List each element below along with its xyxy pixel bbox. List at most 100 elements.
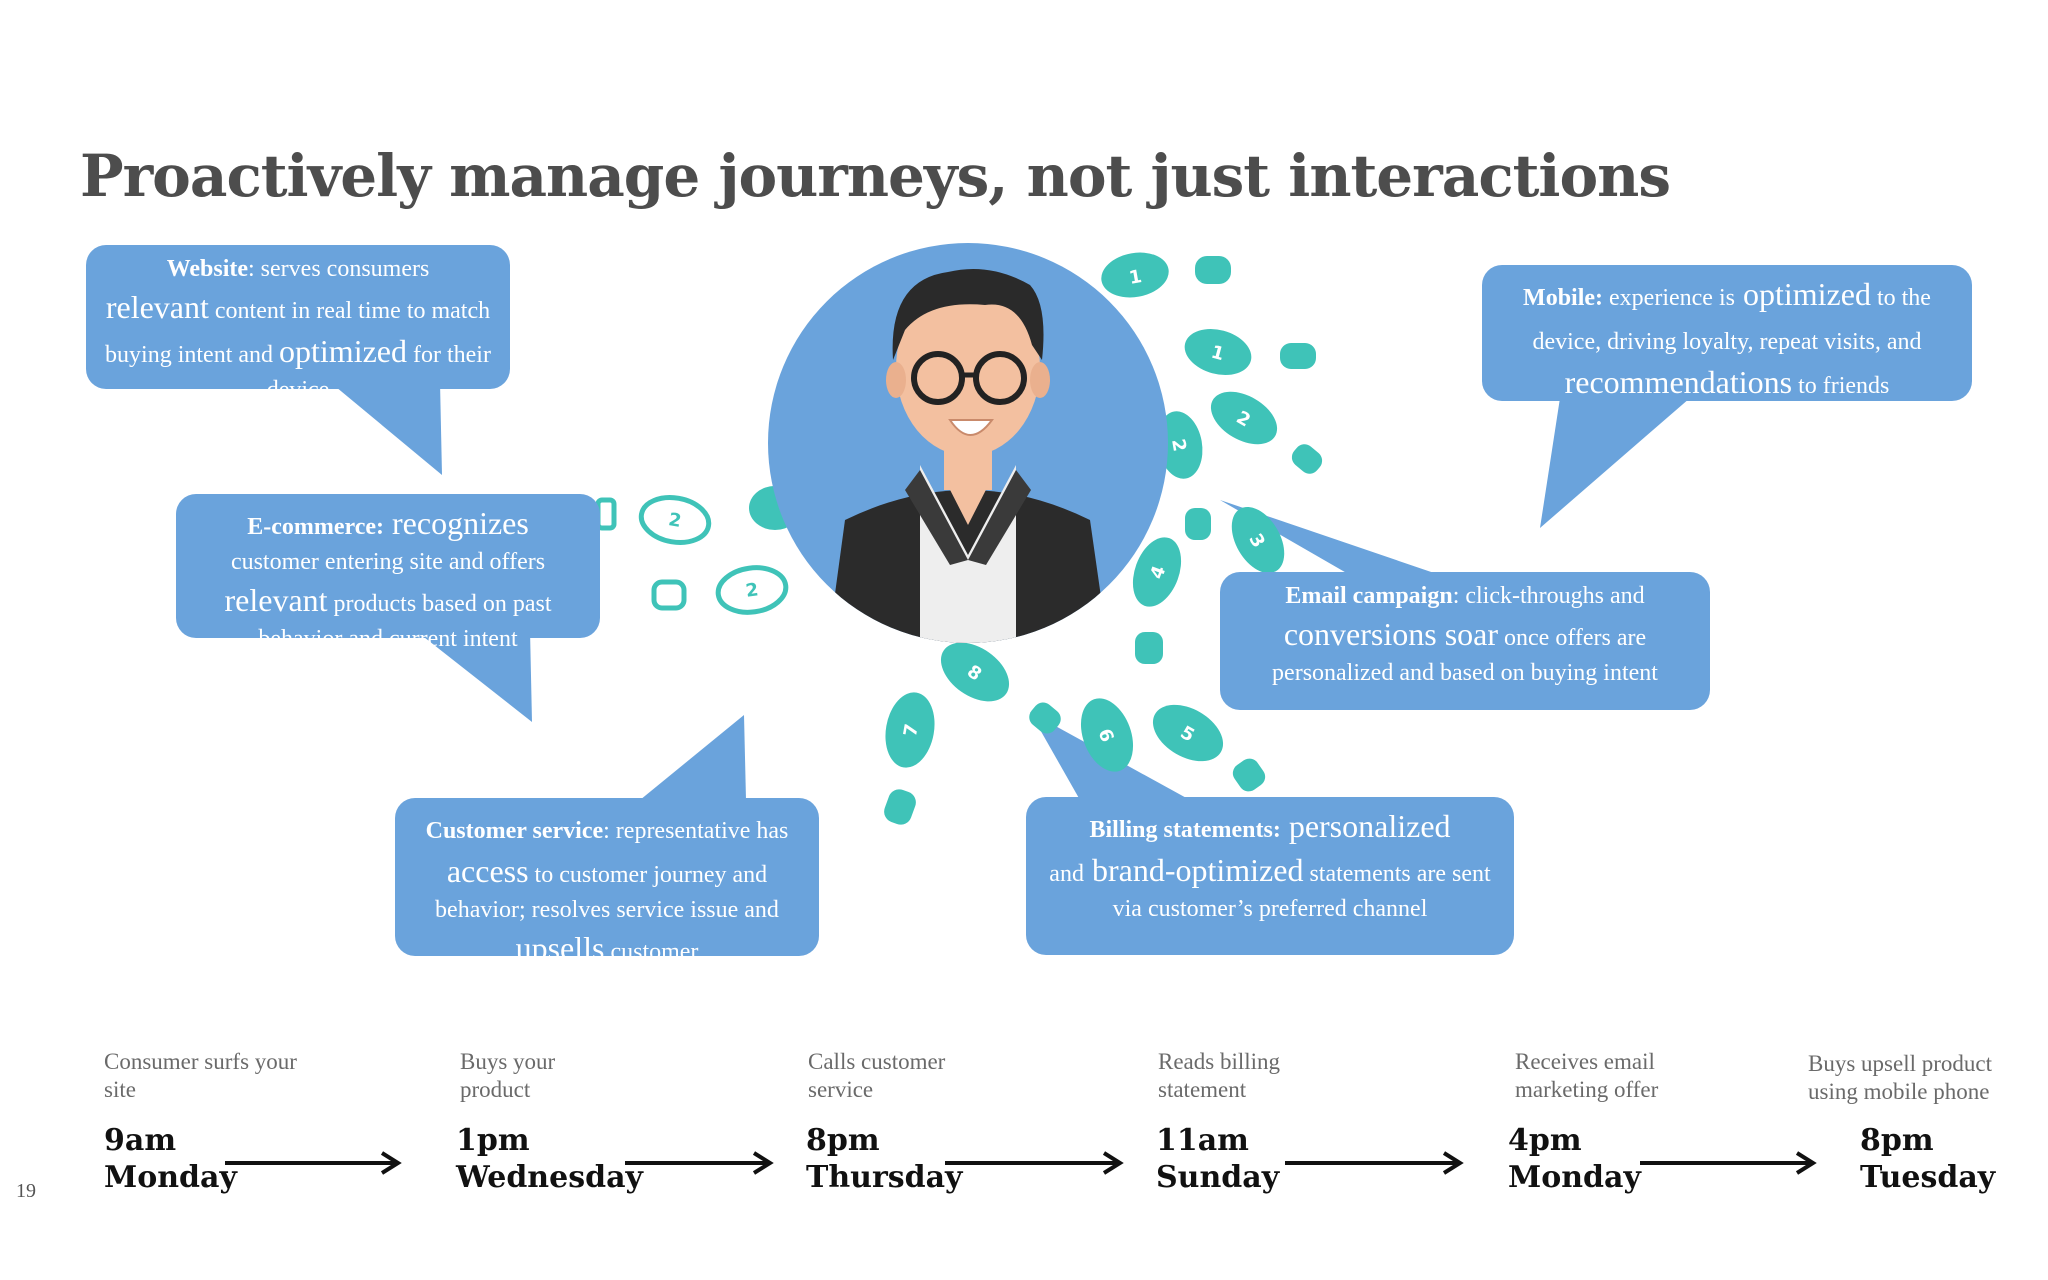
mobile-bubble: Mobile: experience is optimized to the d…: [1482, 265, 1972, 401]
footprint: 2: [638, 495, 712, 545]
footprints: 1 1 2 2 2 2 3: [595, 252, 1323, 825]
timeline-label: Buys your product: [460, 1049, 556, 1102]
timeline-day: Monday: [1508, 1160, 1641, 1195]
website-bubble-tail: [330, 382, 442, 475]
bubble-highlight: recommendations: [1564, 363, 1793, 400]
footprint-heel: [1280, 343, 1316, 369]
bubble-tails: [330, 382, 1690, 800]
footprint: 6: [1080, 698, 1134, 772]
bubble-highlight: upsells: [515, 929, 605, 966]
footprint-number: 2: [744, 579, 759, 602]
bubble-highlight: personalized: [1280, 808, 1451, 844]
timeline-arrow: [1640, 1151, 1817, 1175]
footprint: 8: [940, 642, 1010, 702]
bubble-text: to the device, driving loyalty, repeat v…: [1532, 285, 1931, 355]
footprint: 5: [1152, 704, 1224, 762]
bubble-lead: Billing statements:: [1089, 817, 1281, 843]
timeline-day: Tuesday: [1860, 1160, 1996, 1195]
timeline-hour: 11am: [1156, 1123, 1249, 1158]
bubble-highlight: optimized: [279, 332, 407, 369]
bubble-highlight: access: [446, 852, 529, 889]
timeline-hour: 4pm: [1508, 1123, 1582, 1158]
footprint-heel: [1135, 632, 1163, 664]
ecommerce-bubble-tail: [415, 630, 532, 722]
bubble-lead: Email campaign: [1285, 583, 1453, 609]
bubble-lead: Website: [166, 256, 249, 282]
footprint-heel: [884, 789, 916, 825]
bubble-text: : click-throughs and: [1452, 583, 1645, 609]
bubble-text: customer entering site and offers: [230, 548, 546, 575]
bubble-highlight: conversions soar: [1283, 615, 1499, 652]
timeline-arrows: [225, 1151, 1817, 1175]
footprint-heel: [1232, 758, 1266, 792]
page-title: Proactively manage journeys, not just in…: [80, 142, 1671, 210]
timeline-label: Receives email marketing offer: [1515, 1049, 1659, 1102]
bubble-text: customer: [604, 938, 699, 965]
timeline-day: Wednesday: [456, 1160, 643, 1195]
bubble-highlight: brand-optimized: [1083, 851, 1304, 888]
footprint-number: 1: [1127, 266, 1143, 289]
timeline-label: Calls customer service: [808, 1049, 946, 1102]
bubble-text: once offers are personalized and based o…: [1272, 624, 1658, 686]
bubble-text: statements are sent via customer’s prefe…: [1112, 860, 1491, 922]
bubble-lead: Mobile:: [1523, 285, 1604, 311]
timeline-hour: 1pm: [456, 1123, 530, 1158]
bubble-text: and: [1049, 860, 1084, 887]
timeline-day: Thursday: [806, 1160, 963, 1195]
footprint: 2: [1210, 391, 1278, 445]
timeline-day: Monday: [104, 1160, 237, 1195]
timeline-hour: 9am: [104, 1123, 177, 1158]
bubble-lead: E-commerce:: [247, 514, 384, 540]
timeline-label: Buys upsell product using mobile phone: [1808, 1051, 1992, 1104]
website-bubble: Website: serves consumers relevant conte…: [86, 245, 510, 403]
footprint-number: 2: [1167, 437, 1190, 453]
bubble-text: products based on past behavior and curr…: [258, 590, 552, 652]
bubble-text: : serves consumers: [248, 256, 430, 282]
footprint: 4: [1132, 537, 1182, 607]
email-bubble-tail: [1220, 500, 1440, 575]
footprint-heel: [1185, 508, 1211, 540]
footprint: 2: [715, 565, 789, 615]
timeline-arrow: [225, 1151, 402, 1175]
timeline-arrow: [945, 1151, 1124, 1175]
timeline-arrow: [625, 1151, 774, 1175]
timeline-day: Sunday: [1156, 1160, 1280, 1195]
timeline-hour: 8pm: [806, 1123, 880, 1158]
footprint-heel: [651, 579, 687, 611]
billing-bubble: Billing statements: personalized and bra…: [1026, 797, 1514, 955]
footprint: 1: [1101, 252, 1169, 298]
bubble-highlight: recognizes: [384, 505, 529, 541]
bubble-text: : representative has: [603, 818, 789, 844]
footprint-heel: [595, 497, 617, 531]
bubble-text: experience is: [1603, 285, 1735, 311]
footprint-heel: [1195, 256, 1231, 284]
bubble-text: for their device: [266, 341, 491, 403]
bubble-lead: Customer service: [425, 818, 604, 844]
page-number: 19: [16, 1180, 36, 1202]
mobile-bubble-tail: [1540, 398, 1690, 528]
bubble-text: content in real time to match buying int…: [105, 297, 491, 368]
footprint: 1: [1184, 328, 1252, 376]
bubble-highlight: relevant: [105, 288, 209, 325]
footprint-number: 2: [667, 509, 683, 532]
bubble-highlight: relevant: [224, 581, 328, 618]
ecommerce-bubble: E-commerce: recognizes customer entering…: [176, 494, 600, 652]
customer-service-bubble-tail: [640, 715, 746, 800]
customer-avatar: [768, 243, 1168, 643]
bubble-highlight: optimized: [1734, 276, 1871, 312]
footprint-number: 7: [900, 722, 923, 738]
footprint-heel: [1029, 702, 1061, 734]
timeline-label: Consumer surfs your site: [104, 1049, 297, 1102]
footprint: 7: [885, 692, 935, 768]
timeline-label: Reads billing statement: [1158, 1049, 1281, 1102]
footprint-number: 1: [1209, 342, 1227, 366]
bubble-text: to friends: [1792, 372, 1890, 399]
timeline-hour: 8pm: [1860, 1123, 1934, 1158]
